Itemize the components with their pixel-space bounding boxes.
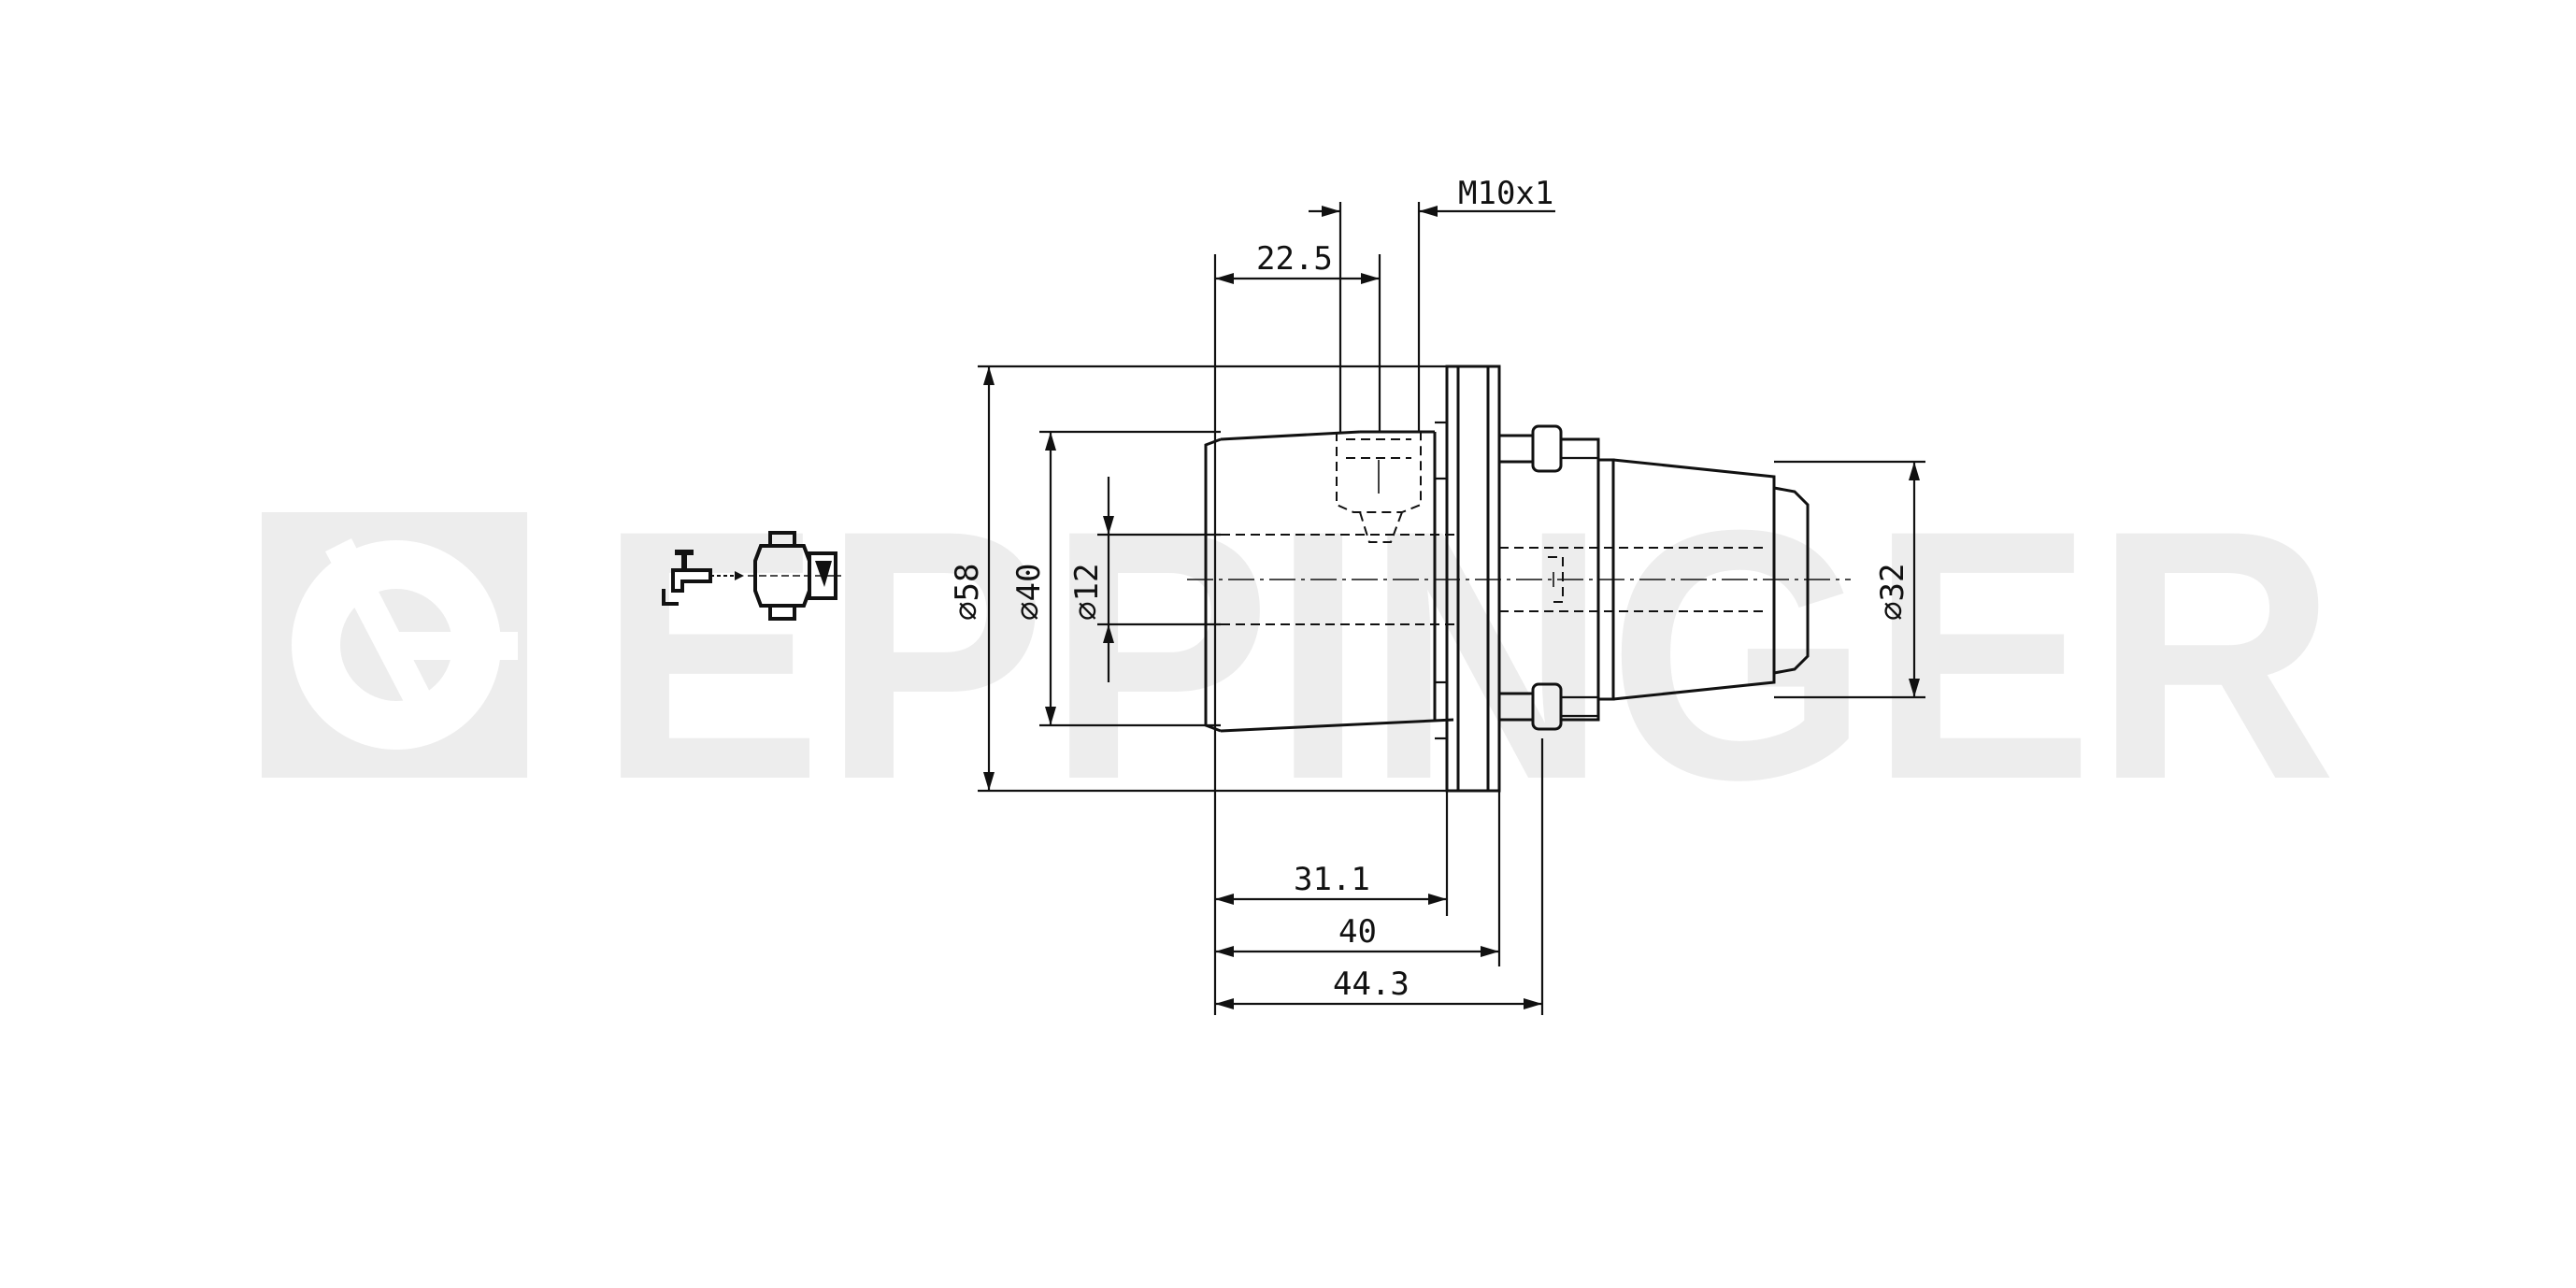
flange <box>1435 365 1501 793</box>
dim-31-1: 31.1 <box>1294 861 1370 898</box>
shank <box>1497 437 1810 722</box>
dimension-labels: M10x1 22.5 ⌀58 ⌀40 ⌀12 ⌀32 31.1 40 44.3 <box>949 175 1911 1003</box>
dim-40: 40 <box>1338 913 1377 951</box>
dim-d12: ⌀12 <box>1068 564 1106 621</box>
watermark-text: EPPINGER <box>598 456 2337 853</box>
dim-d40: ⌀40 <box>1010 564 1048 621</box>
dim-d58: ⌀58 <box>949 564 986 621</box>
tool-holder-icon <box>748 531 841 621</box>
coolant-tap-icon <box>662 550 744 606</box>
dimension-lines <box>983 206 1920 1009</box>
watermark-logo-icon <box>262 512 527 778</box>
dim-44-3: 44.3 <box>1333 966 1410 1003</box>
dim-m10x1: M10x1 <box>1458 175 1553 212</box>
watermark: EPPINGER <box>262 456 2337 853</box>
holder-body <box>1204 430 1458 733</box>
extension-lines <box>978 202 1925 1015</box>
dim-d32: ⌀32 <box>1874 564 1911 621</box>
lower-bolt <box>1497 682 1598 731</box>
dim-22-5: 22.5 <box>1256 240 1333 278</box>
